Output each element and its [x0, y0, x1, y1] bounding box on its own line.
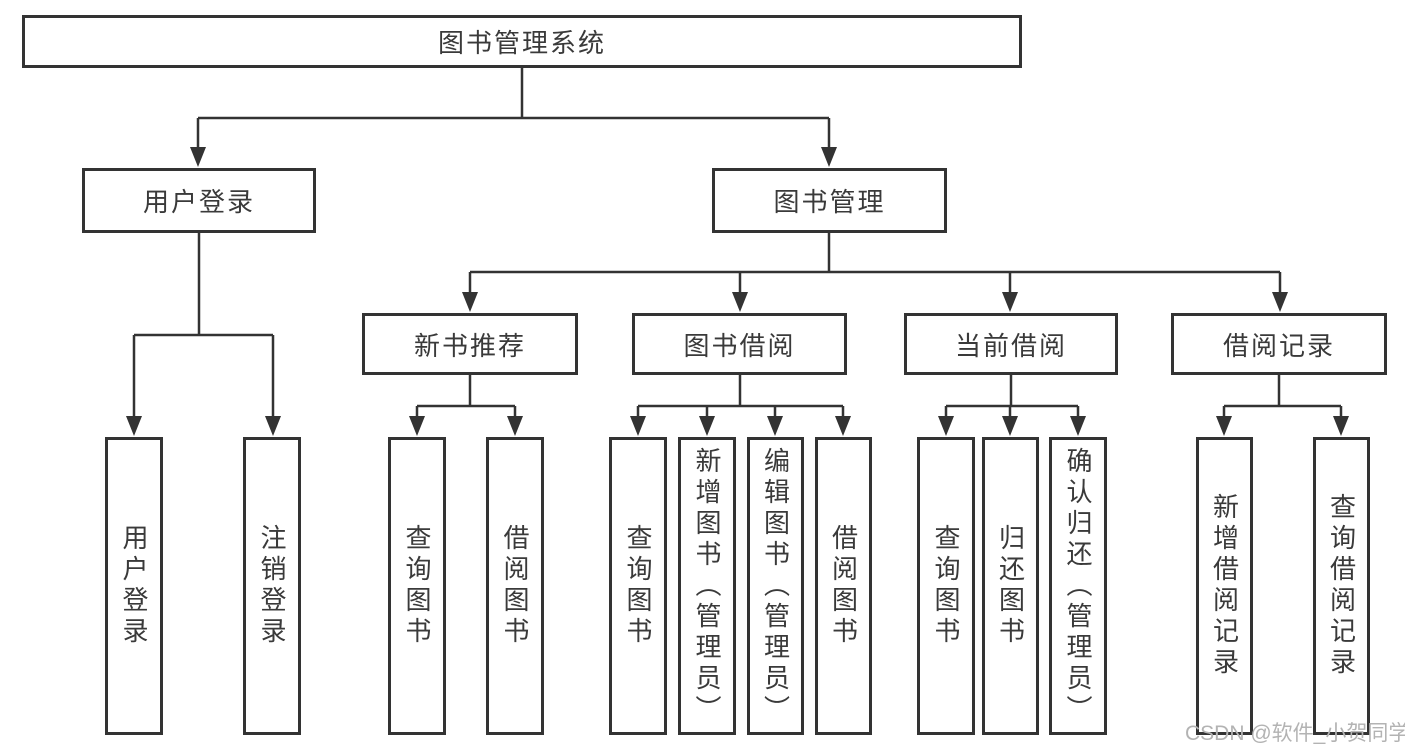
leaf-label: 编辑图书（管理员） [760, 446, 791, 726]
leaf-query-book: 查询图书 [609, 437, 667, 735]
arrowhead-icon [821, 147, 837, 167]
leaf-label: 查询借阅记录 [1326, 493, 1357, 679]
arrowhead-icon [126, 416, 142, 436]
arrowhead-icon [732, 292, 748, 312]
connector-root-split [196, 68, 831, 152]
connector-user-login-split [132, 233, 275, 421]
arrowhead-icon [409, 416, 425, 436]
leaf-label: 查询图书 [623, 524, 653, 648]
node-current-borrowing: 当前借阅 [904, 313, 1118, 375]
arrowhead-icon [699, 416, 715, 436]
arrowhead-icon [265, 416, 281, 436]
leaf-label: 借阅图书 [500, 524, 530, 648]
leaf-label: 确认归还（管理员） [1063, 446, 1093, 726]
arrowhead-icon [462, 292, 478, 312]
leaf-borrow-book: 借阅图书 [815, 437, 872, 735]
node-new-book-recommend: 新书推荐 [362, 313, 578, 375]
leaf-user-login: 用户登录 [105, 437, 163, 735]
leaf-label: 注销登录 [257, 524, 287, 648]
leaf-borrow-book: 借阅图书 [486, 437, 544, 735]
node-book-management: 图书管理 [712, 168, 947, 233]
arrowhead-icon [1070, 416, 1086, 436]
arrowhead-icon [1216, 416, 1232, 436]
leaf-add-book-admin: 新增图书（管理员） [678, 437, 736, 735]
leaf-confirm-return-admin: 确认归还（管理员） [1049, 437, 1107, 735]
leaf-query-book: 查询图书 [388, 437, 446, 735]
leaf-label: 用户登录 [119, 524, 149, 648]
leaf-edit-book-admin: 编辑图书（管理员） [747, 437, 804, 735]
connector-lines [132, 68, 1343, 422]
arrowhead-icon [1002, 416, 1018, 436]
csdn-watermark: CSDN @软件_小贺同学 [1185, 722, 1405, 745]
arrowhead-icon [630, 416, 646, 436]
connector-book-mgmt-split [468, 233, 1282, 297]
arrowhead-icon [1272, 292, 1288, 312]
node-borrow-records: 借阅记录 [1171, 313, 1387, 375]
arrowhead-icon [1333, 416, 1349, 436]
arrowhead-icon [938, 416, 954, 436]
node-user-login: 用户登录 [82, 168, 316, 233]
connector-new-book-split [415, 375, 517, 422]
leaf-label: 新增图书（管理员） [692, 446, 722, 726]
leaf-label: 归还图书 [995, 524, 1026, 648]
arrowhead-icon [1002, 292, 1018, 312]
leaf-return-book: 归还图书 [982, 437, 1039, 735]
leaf-add-borrow-record: 新增借阅记录 [1196, 437, 1253, 735]
arrowhead-icon [190, 147, 206, 167]
arrowhead-icon [835, 416, 851, 436]
leaf-query-book: 查询图书 [917, 437, 975, 735]
leaf-logout: 注销登录 [243, 437, 301, 735]
connector-borrow-record-split [1222, 375, 1343, 422]
leaf-query-borrow-record: 查询借阅记录 [1313, 437, 1370, 735]
node-book-borrowing: 图书借阅 [632, 313, 847, 375]
arrowhead-icon [767, 416, 783, 436]
arrowhead-icon [507, 416, 523, 436]
leaf-label: 借阅图书 [828, 524, 859, 648]
connector-current-borrow-split [944, 375, 1080, 422]
node-root-library-system: 图书管理系统 [22, 15, 1022, 68]
leaf-label: 查询图书 [402, 524, 432, 648]
leaf-label: 查询图书 [931, 524, 961, 648]
leaf-label: 新增借阅记录 [1209, 493, 1240, 679]
connector-book-borrow-split [636, 375, 845, 422]
arrowheads [126, 147, 1349, 436]
